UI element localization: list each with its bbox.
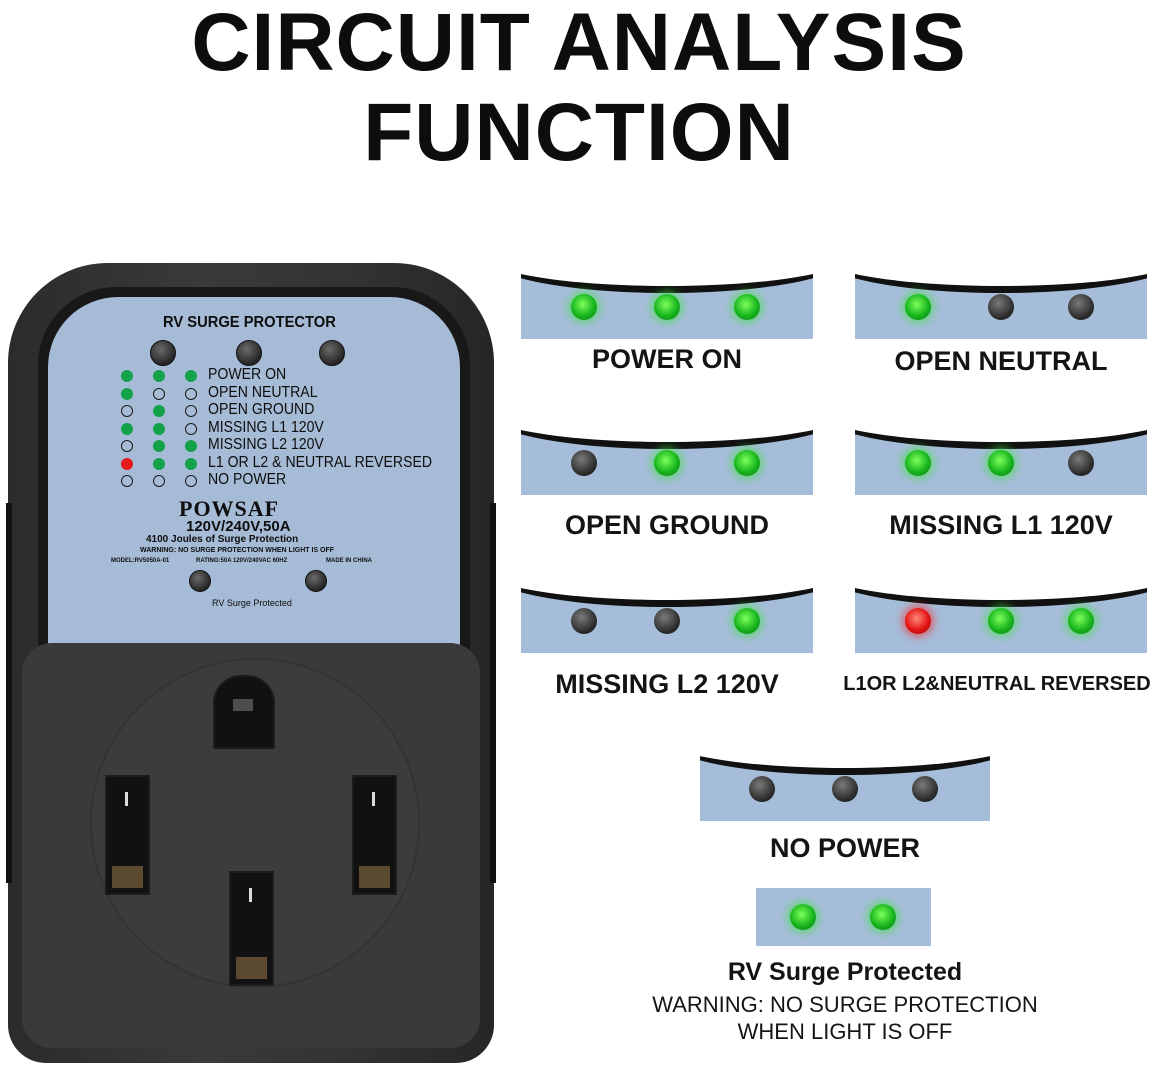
device-side-rail-left: [6, 503, 12, 883]
device-indicator-lamp-3: [319, 340, 345, 366]
surge-protected-led-2: [870, 904, 896, 930]
indicator-led: [988, 450, 1014, 476]
page-title-line-1: CIRCUIT ANALYSIS: [191, 0, 967, 88]
ground-slot: [213, 675, 275, 749]
indicator-label: MISSING L2 120V: [555, 669, 779, 699]
device-made-in: MADE IN CHINA: [326, 558, 372, 564]
device-legend-label: OPEN NEUTRAL: [208, 383, 318, 401]
device-legend-label: MISSING L1 120V: [208, 418, 324, 436]
indicator-led: [988, 608, 1014, 634]
indicator-led: [904, 450, 931, 476]
device-legend-led: [185, 422, 197, 435]
device-legend-led: [185, 405, 197, 417]
indicator-led: [1068, 294, 1095, 320]
indicator-led: [911, 776, 938, 802]
indicator-led: [904, 294, 931, 320]
device-legend-led: [153, 440, 165, 452]
indicator-led: [749, 776, 776, 802]
device-protected-lamp-1: [189, 570, 211, 592]
surge-protected-led-1: [790, 904, 816, 930]
device-legend-led: [185, 475, 197, 487]
device-legend-led: [153, 370, 165, 382]
device-legend-label: POWER ON: [208, 366, 287, 383]
device-protected-label: RV Surge Protected: [212, 598, 292, 608]
device-legend-label: OPEN GROUND: [208, 401, 315, 418]
surge-protected-indicator: [756, 888, 931, 946]
surge-warning-line-1: WARNING: NO SURGE PROTECTION: [652, 992, 1038, 1017]
indicator-label: MISSING L1 120V: [889, 510, 1113, 540]
device-legend-led: [121, 457, 133, 470]
device-legend-led: [185, 457, 197, 470]
device-legend-led: [153, 457, 165, 470]
device-legend-led: [153, 387, 165, 400]
indicator-card: [521, 402, 813, 495]
device-legend-label: L1 OR L2 & NEUTRAL REVERSED: [208, 453, 433, 471]
indicator-card: [855, 402, 1147, 495]
indicator-led: [654, 450, 680, 476]
indicator-label: NO POWER: [769, 833, 920, 863]
surge-warning-line-2: WHEN LIGHT IS OFF: [737, 1019, 953, 1044]
device-legend-label: MISSING L2 120V: [208, 436, 324, 453]
indicator-label: OPEN GROUND: [564, 510, 770, 540]
indicator-led: [570, 608, 597, 634]
indicator-label: POWER ON: [591, 344, 742, 374]
device-side-rail-right: [490, 503, 496, 883]
device-rating-detail: RATING:50A 120V/240VAC 60HZ: [196, 558, 288, 564]
indicator-led: [904, 608, 931, 634]
surge-protected-label: RV Surge Protected: [727, 958, 963, 986]
device-joules: 4100 Joules of Surge Protection: [146, 534, 299, 545]
indicator-led: [654, 294, 680, 320]
device-legend-led: [185, 387, 197, 400]
indicator-led: [734, 450, 761, 476]
device-warning: WARNING: NO SURGE PROTECTION WHEN LIGHT …: [140, 547, 335, 554]
indicator-card: [521, 246, 813, 339]
page-title-line-2: FUNCTION: [363, 87, 795, 178]
hot-slot-right: [352, 775, 397, 895]
indicator-led: [988, 294, 1014, 320]
device-legend-led: [185, 370, 197, 382]
device-brand: POWSAF: [179, 496, 280, 521]
device-legend-led: [121, 422, 133, 435]
device-legend-label: NO POWER: [208, 471, 287, 488]
indicator-label: OPEN NEUTRAL: [894, 346, 1108, 376]
indicator-led: [734, 608, 761, 634]
indicator-led: [734, 294, 761, 320]
device-indicator-lamp-2: [236, 340, 262, 366]
device-model: MODEL:RV5050A-01: [111, 558, 170, 564]
device-legend-led: [121, 440, 133, 452]
indicator-card: [521, 560, 813, 653]
device-legend-led: [121, 387, 133, 400]
device-legend-led: [153, 475, 165, 487]
indicator-card: [855, 246, 1147, 339]
indicator-led: [570, 450, 597, 476]
device-legend-led: [185, 440, 197, 452]
indicator-led: [654, 608, 680, 634]
indicator-led: [1068, 608, 1095, 634]
device-legend-led: [153, 405, 165, 417]
indicator-led: [570, 294, 597, 320]
device-legend-led: [121, 370, 133, 382]
device-legend-led: [121, 405, 133, 417]
device-rating: 120V/240V,50A: [186, 518, 291, 535]
device-indicator-lamp-1: [150, 340, 176, 366]
device-protected-lamp-2: [305, 570, 327, 592]
indicator-led: [1068, 450, 1095, 476]
indicator-led: [832, 776, 858, 802]
indicator-card: [855, 560, 1147, 653]
indicator-label: L1OR L2&NEUTRAL REVERSED: [843, 673, 1151, 695]
device-legend-led: [121, 475, 133, 487]
outlet-receptacle: [90, 658, 420, 988]
device-legend-led: [153, 422, 165, 435]
neutral-slot: [229, 871, 274, 986]
hot-slot-left: [105, 775, 150, 895]
device-header: RV SURGE PROTECTOR: [163, 314, 336, 331]
indicator-card: [700, 728, 990, 821]
